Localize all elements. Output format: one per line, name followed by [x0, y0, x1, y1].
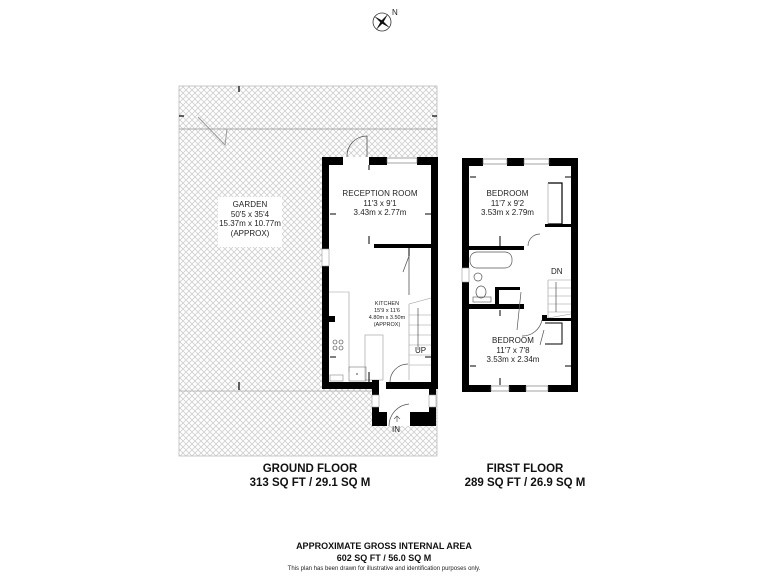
bedroom-1-imperial: 11'7 x 9'2	[490, 198, 525, 208]
first-floor-caption: FIRST FLOOR 289 SQ FT / 26.9 SQ M	[440, 462, 610, 490]
gross-area-total: 602 SQ FT / 56.0 SQ M	[336, 553, 432, 563]
north-label: N	[392, 8, 398, 17]
gross-area-title: APPROXIMATE GROSS INTERNAL AREA	[296, 541, 472, 551]
garden-note: (APPROX)	[230, 228, 270, 238]
kitchen-name: KITCHEN	[374, 301, 400, 307]
kitchen-label: KITCHEN 15'9 x 11'6 4.80m x 3.50m (APPRO…	[362, 301, 412, 329]
reception-name: RECEPTION ROOM	[342, 189, 418, 198]
ground-stairs	[408, 297, 432, 380]
hob-icon	[332, 339, 344, 351]
garden-metric: 15.37m x 10.77m	[219, 219, 281, 229]
bedroom-1-label: BEDROOM 11'7 x 9'2 3.53m x 2.79m	[470, 189, 545, 218]
ground-floor-area: 313 SQ FT / 29.1 SQ M	[249, 477, 371, 489]
kitchen-note: (APPROX)	[373, 321, 401, 328]
stairs-up-label: UP	[415, 346, 427, 355]
gross-area-summary: APPROXIMATE GROSS INTERNAL AREA 602 SQ F…	[234, 540, 534, 564]
garden-imperial: 50'5 x 35'4	[230, 209, 270, 219]
garden-label: GARDEN 50'5 x 35'4 15.37m x 10.77m (APPR…	[212, 200, 288, 238]
disclaimer-text: This plan has been drawn for illustrativ…	[287, 566, 481, 572]
bedroom-2-name: BEDROOM	[491, 336, 535, 345]
garden-name: GARDEN	[232, 200, 268, 209]
first-floor-area: 289 SQ FT / 26.9 SQ M	[464, 477, 586, 489]
bedroom-2-label: BEDROOM 11'7 x 7'8 3.53m x 2.34m	[478, 336, 548, 365]
kitchen-imperial: 15'9 x 11'6	[374, 307, 400, 314]
bedroom-1-metric: 3.53m x 2.79m	[481, 208, 534, 218]
ground-floor-title: GROUND FLOOR	[262, 463, 358, 475]
first-floor-plan	[461, 158, 578, 392]
bedroom-2-imperial: 11'7 x 7'8	[496, 345, 530, 355]
stairs-down-label: DN	[551, 267, 563, 276]
bedroom-1-name: BEDROOM	[486, 189, 529, 198]
ground-floor-plan	[321, 135, 438, 427]
ground-floor-caption: GROUND FLOOR 313 SQ FT / 29.1 SQ M	[230, 462, 390, 490]
bedroom-2-metric: 3.53m x 2.34m	[486, 355, 540, 365]
first-floor-title: FIRST FLOOR	[486, 463, 564, 475]
entrance-label: IN	[392, 425, 400, 434]
reception-imperial: 11'3 x 9'1	[363, 198, 397, 208]
reception-room-label: RECEPTION ROOM 11'3 x 9'1 3.43m x 2.77m	[330, 189, 430, 218]
kitchen-metric: 4.80m x 3.50m	[368, 314, 406, 321]
reception-metric: 3.43m x 2.77m	[353, 208, 407, 218]
compass-rose-icon	[372, 12, 392, 32]
